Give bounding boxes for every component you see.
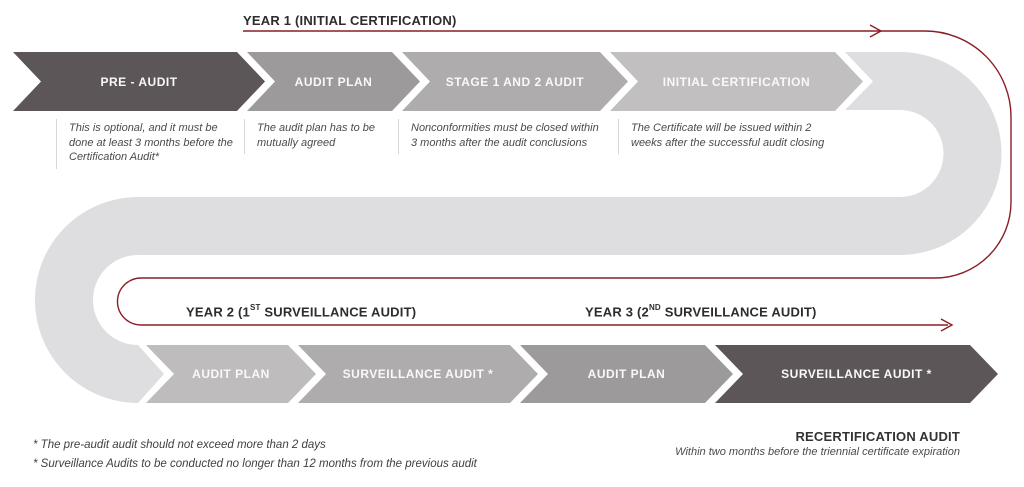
step-label-pre-audit: PRE - AUDIT bbox=[100, 74, 178, 89]
timeline-arrow-path bbox=[116, 30, 1012, 326]
description-audit-plan: The audit plan has to be mutually agreed bbox=[244, 119, 422, 155]
description-initial-certification: The Certificate will be issued within 2 … bbox=[618, 119, 856, 155]
chevron-surveillance-audit-2 bbox=[715, 345, 998, 403]
step-label-stage-1-2-audit: STAGE 1 AND 2 AUDIT bbox=[445, 74, 585, 89]
arrowhead-year1-icon bbox=[869, 24, 883, 38]
recertification-title: RECERTIFICATION AUDIT bbox=[795, 429, 960, 444]
recertification-subtitle: Within two months before the triennial c… bbox=[675, 446, 960, 458]
chevron-initial-certification bbox=[610, 52, 863, 111]
year3-heading-rest: SURVEILLANCE AUDIT) bbox=[660, 304, 817, 320]
chevron-audit-plan-year1 bbox=[247, 52, 420, 111]
year3-heading-text: YEAR 3 (2 bbox=[585, 304, 649, 320]
chevron-surveillance-audit-1 bbox=[298, 345, 538, 403]
step-label-initial-certification: INITIAL CERTIFICATION bbox=[662, 74, 811, 89]
chevron-pre-audit bbox=[13, 52, 265, 111]
footnote-pre-audit: * The pre-audit audit should not exceed … bbox=[33, 439, 326, 451]
recertification-note: RECERTIFICATION AUDIT Within two months … bbox=[675, 429, 960, 458]
year3-ordinal-suffix: ND bbox=[648, 303, 661, 312]
arrowhead-year3-icon bbox=[940, 318, 954, 332]
year2-ordinal-suffix: ST bbox=[249, 303, 261, 312]
chevron-stage-1-2-audit bbox=[402, 52, 628, 111]
step-label-audit-plan-year1: AUDIT PLAN bbox=[294, 74, 373, 89]
description-pre-audit: This is optional, and it must be done at… bbox=[56, 119, 254, 169]
step-label-audit-plan-year3: AUDIT PLAN bbox=[587, 367, 666, 381]
year1-heading: YEAR 1 (INITIAL CERTIFICATION) bbox=[243, 13, 457, 28]
step-label-audit-plan-year2: AUDIT PLAN bbox=[192, 367, 270, 381]
chevron-audit-plan-year2 bbox=[146, 345, 316, 403]
description-stage-1-2-audit: Nonconformities must be closed within 3 … bbox=[398, 119, 626, 155]
year2-heading: YEAR 2 (1ST SURVEILLANCE AUDIT) bbox=[186, 303, 417, 320]
step-label-surveillance-audit-2: SURVEILLANCE AUDIT * bbox=[781, 367, 932, 381]
year2-heading-text: YEAR 2 (1 bbox=[186, 304, 250, 320]
year3-heading: YEAR 3 (2ND SURVEILLANCE AUDIT) bbox=[585, 303, 817, 320]
step-label-surveillance-audit-1: SURVEILLANCE AUDIT * bbox=[342, 367, 494, 381]
year2-heading-rest: SURVEILLANCE AUDIT) bbox=[260, 304, 417, 320]
chevron-audit-plan-year3 bbox=[520, 345, 733, 403]
footnote-surveillance: * Surveillance Audits to be conducted no… bbox=[33, 458, 477, 470]
flow-band-shape bbox=[35, 52, 1002, 403]
